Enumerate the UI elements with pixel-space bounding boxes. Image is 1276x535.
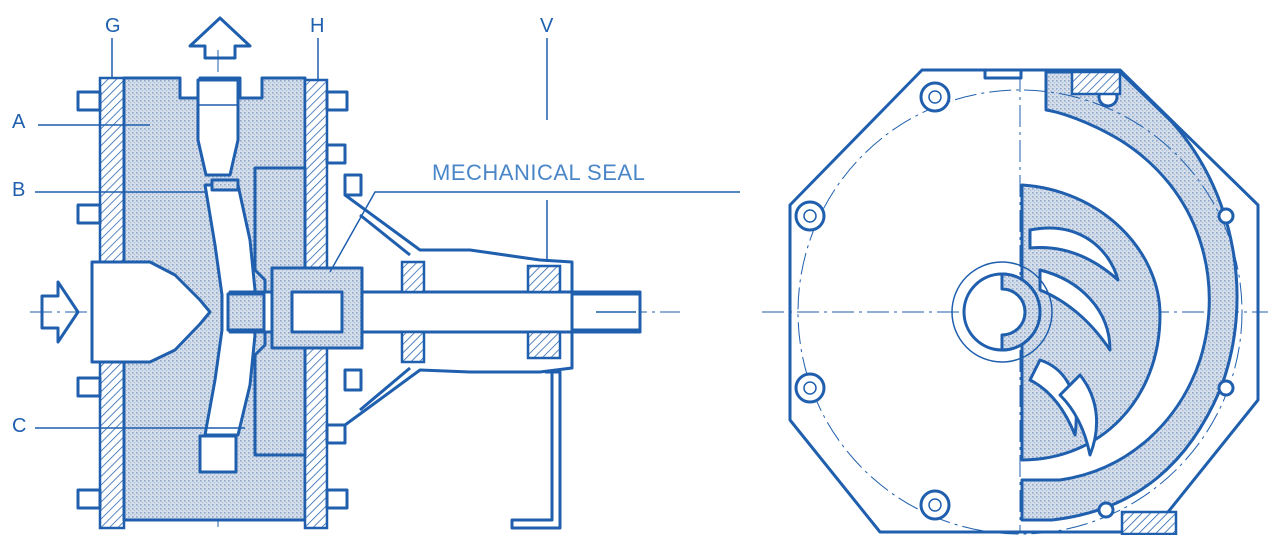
label-a: A — [12, 111, 26, 133]
support-foot — [510, 370, 562, 530]
right-flange-bolts — [325, 90, 363, 510]
front-view — [762, 68, 1268, 535]
volute — [1020, 70, 1239, 522]
sectional-view: G H V A B C MECHANICAL SEAL — [12, 15, 740, 530]
label-mechanical-seal: MECHANICAL SEAL — [432, 160, 645, 185]
top-bracket — [1070, 70, 1122, 96]
label-b: B — [12, 179, 25, 201]
outlet-port — [196, 78, 240, 177]
impeller-vanes — [1028, 226, 1120, 457]
drain-pocket — [198, 434, 238, 474]
leader-seal — [329, 191, 740, 273]
bottom-foot-block — [1120, 510, 1178, 535]
inlet-channel — [90, 260, 212, 364]
rear-bearing — [526, 264, 562, 294]
label-v: V — [540, 15, 554, 37]
front-bearing — [400, 260, 426, 294]
label-h: H — [310, 15, 324, 37]
label-c: C — [12, 415, 26, 437]
inlet-arrow-icon — [40, 280, 80, 344]
impeller-nut — [226, 292, 266, 332]
label-g: G — [105, 15, 121, 37]
outlet-arrow-icon — [188, 16, 252, 60]
bolt-circle — [797, 89, 1243, 535]
